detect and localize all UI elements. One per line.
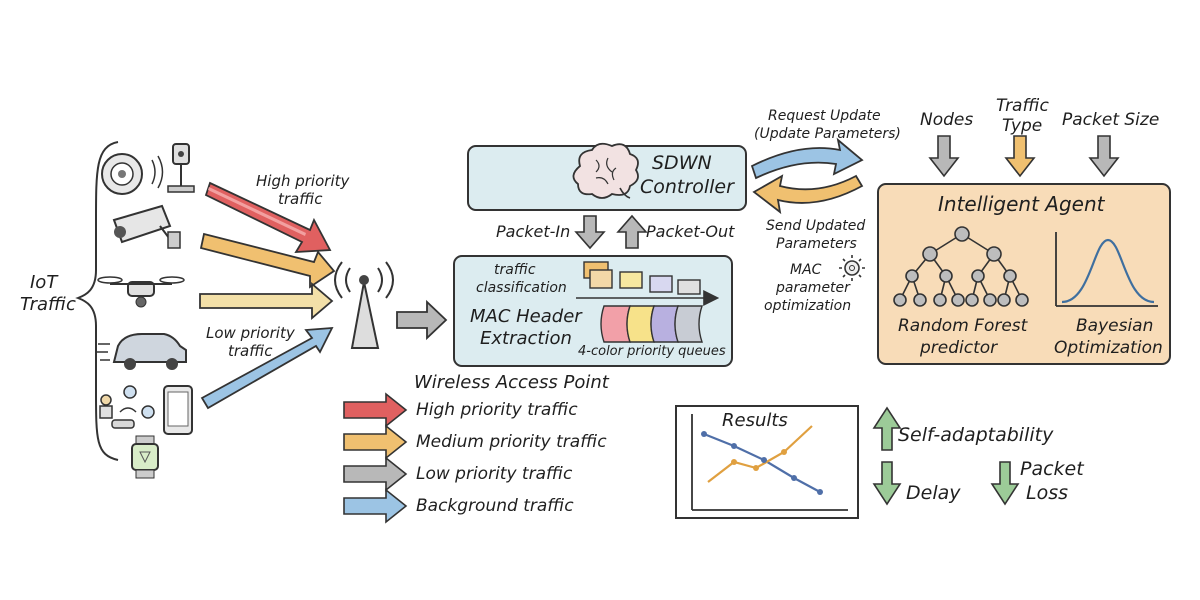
request-update-line2: (Update Parameters) — [754, 126, 901, 142]
gear-icon — [839, 255, 865, 281]
legend-background-arrow — [343, 488, 408, 524]
iot-label-line1: IoT — [30, 272, 58, 293]
packet-loss-line2: Loss — [1026, 482, 1069, 504]
legend-background-label: Background traffic — [416, 496, 574, 516]
low-priority-arrow-2 — [200, 326, 334, 410]
packet-out-label: Packet-Out — [646, 222, 735, 241]
smart-home-icon — [99, 385, 155, 429]
mac-header-line2: Extraction — [480, 328, 572, 349]
ap-to-header-arrow — [396, 299, 448, 341]
legend-low-label: Low priority traffic — [416, 464, 573, 484]
delay-label: Delay — [906, 482, 961, 504]
traffic-type-label-line1: Traffic — [996, 96, 1049, 116]
packet-in-arrow — [574, 215, 606, 250]
legend-low-arrow — [343, 456, 408, 492]
access-point-title: Wireless Access Point — [414, 372, 609, 393]
car-icon — [96, 333, 187, 370]
self-adaptability-label: Self-adaptability — [898, 424, 1054, 446]
mac-header-line1: MAC Header — [470, 306, 582, 327]
low-priority-arrow-1 — [199, 282, 334, 320]
mac-optimization-line2: parameter — [776, 280, 850, 296]
nodes-input-label: Nodes — [920, 110, 974, 130]
drone-icon — [97, 276, 185, 308]
brain-icon — [572, 142, 639, 199]
packet-size-label: Packet Size — [1062, 110, 1160, 130]
priority-queues-label: 4-color priority queues — [578, 344, 726, 359]
packet-flow-icon — [576, 261, 720, 306]
send-updated-line2: Parameters — [776, 236, 857, 252]
bayesian-curve-icon — [1055, 232, 1158, 307]
controller-title-line2: Controller — [640, 176, 734, 198]
security-camera-icon — [112, 204, 181, 249]
delay-down-arrow — [872, 461, 902, 506]
traffic-type-input-arrow — [1004, 135, 1036, 178]
iot-label-line2: Traffic — [20, 294, 76, 315]
self-adaptability-up-arrow — [872, 406, 902, 451]
bayesian-label-line2: Optimization — [1054, 338, 1163, 358]
results-chart-icon — [691, 414, 848, 511]
random-forest-label-line1: Random Forest — [898, 316, 1028, 336]
low-priority-label-line2: traffic — [228, 342, 273, 360]
send-updated-line1: Send Updated — [766, 218, 866, 234]
legend-medium-label: Medium priority traffic — [416, 432, 607, 452]
bayesian-label-line1: Bayesian — [1076, 316, 1154, 336]
controller-title-line1: SDWN — [652, 152, 712, 174]
packet-in-label: Packet-In — [496, 222, 571, 241]
high-priority-arrow — [204, 181, 332, 253]
packet-loss-down-arrow — [990, 461, 1020, 506]
random-forest-label-line2: predictor — [920, 338, 998, 358]
smartphone-icon — [163, 385, 193, 435]
mac-optimization-line3: optimization — [764, 298, 852, 314]
smartwatch-icon — [131, 435, 159, 479]
high-priority-label-line1: High priority — [256, 172, 350, 190]
medium-priority-arrow — [199, 232, 336, 289]
traffic-type-label-line2: Type — [1002, 116, 1043, 136]
legend-high-arrow — [343, 392, 408, 428]
legend-high-label: High priority traffic — [416, 400, 578, 420]
results-title: Results — [722, 410, 788, 431]
packet-loss-line1: Packet — [1020, 458, 1084, 480]
packet-size-input-arrow — [1088, 135, 1120, 178]
high-priority-label-line2: traffic — [278, 190, 323, 208]
packet-out-arrow — [616, 214, 648, 249]
send-updated-parameters-arrow — [752, 174, 864, 215]
iot-brace — [75, 141, 119, 461]
traffic-classification-line2: classification — [476, 280, 567, 296]
agent-title: Intelligent Agent — [938, 192, 1105, 216]
wireless-access-point-icon — [334, 261, 394, 349]
low-priority-label-line1: Low priority — [206, 324, 295, 342]
random-forest-icon — [893, 226, 1029, 307]
priority-queues-icon — [600, 305, 703, 343]
smoke-detector-icon — [101, 153, 164, 195]
nodes-input-arrow — [928, 135, 960, 178]
request-update-arrow — [750, 137, 864, 180]
request-update-line1: Request Update — [768, 108, 881, 124]
legend-medium-arrow — [343, 424, 408, 460]
mac-optimization-line1: MAC — [790, 262, 822, 278]
intelligent-agent-box — [877, 183, 1171, 365]
traffic-classification-line1: traffic — [494, 262, 536, 278]
doorbell-camera-icon — [167, 143, 195, 193]
